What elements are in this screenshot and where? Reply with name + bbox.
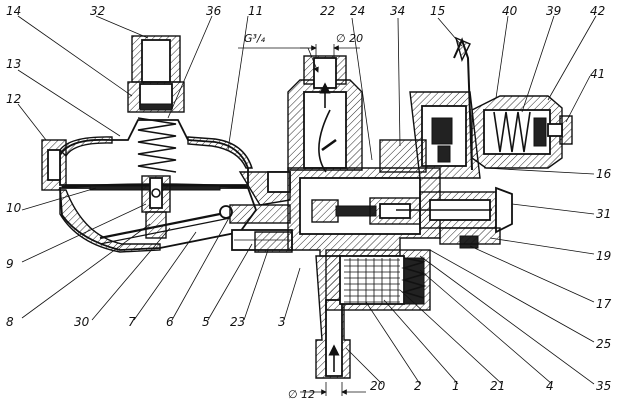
part-labels: 14 13 12 10 9 8 32 36 11 30 7 6 5 23 3 2…: [6, 4, 612, 393]
label-22: 22: [320, 4, 335, 18]
label-39: 39: [546, 4, 561, 18]
label-30: 30: [74, 315, 90, 329]
inlet-diameter: ∅ 12: [288, 388, 315, 401]
label-7: 7: [128, 315, 136, 329]
right-spring-housing: [471, 95, 573, 169]
dimension-annotations: G³/₄ ∅ 20 ∅ 12: [238, 32, 366, 401]
label-4: 4: [546, 379, 554, 393]
label-2: 2: [414, 379, 422, 393]
slam-shut-valve: [396, 186, 513, 249]
label-10: 10: [6, 201, 22, 215]
label-5: 5: [202, 315, 210, 329]
label-24: 24: [350, 4, 365, 18]
label-42: 42: [590, 4, 605, 18]
diaphragm-stem: [141, 175, 171, 239]
leader-lines: [17, 15, 597, 385]
outlet-diameter: ∅ 20: [336, 32, 363, 45]
valve-disc: [311, 109, 421, 225]
label-23: 23: [230, 315, 245, 329]
label-17: 17: [596, 297, 612, 311]
label-19: 19: [596, 249, 611, 263]
label-32: 32: [90, 4, 105, 18]
label-35: 35: [596, 379, 611, 393]
connecting-neck: [238, 171, 293, 253]
label-25: 25: [596, 337, 611, 351]
label-20: 20: [370, 379, 386, 393]
setting-spring: [127, 35, 185, 173]
label-3: 3: [278, 315, 286, 329]
label-11: 11: [248, 4, 263, 18]
label-36: 36: [206, 4, 222, 18]
label-34: 34: [390, 4, 405, 18]
label-13: 13: [6, 57, 21, 71]
label-21: 21: [490, 379, 505, 393]
label-14: 14: [6, 4, 21, 18]
label-8: 8: [6, 315, 14, 329]
label-1: 1: [452, 379, 460, 393]
label-6: 6: [166, 315, 174, 329]
label-31: 31: [596, 207, 611, 221]
label-15: 15: [430, 4, 445, 18]
label-9: 9: [6, 257, 14, 271]
label-16: 16: [596, 167, 612, 181]
label-12: 12: [6, 92, 21, 106]
release-mechanism: [379, 36, 481, 179]
label-41: 41: [590, 67, 605, 81]
label-40: 40: [502, 4, 518, 18]
thread-dimension: G³/₄: [244, 32, 266, 45]
